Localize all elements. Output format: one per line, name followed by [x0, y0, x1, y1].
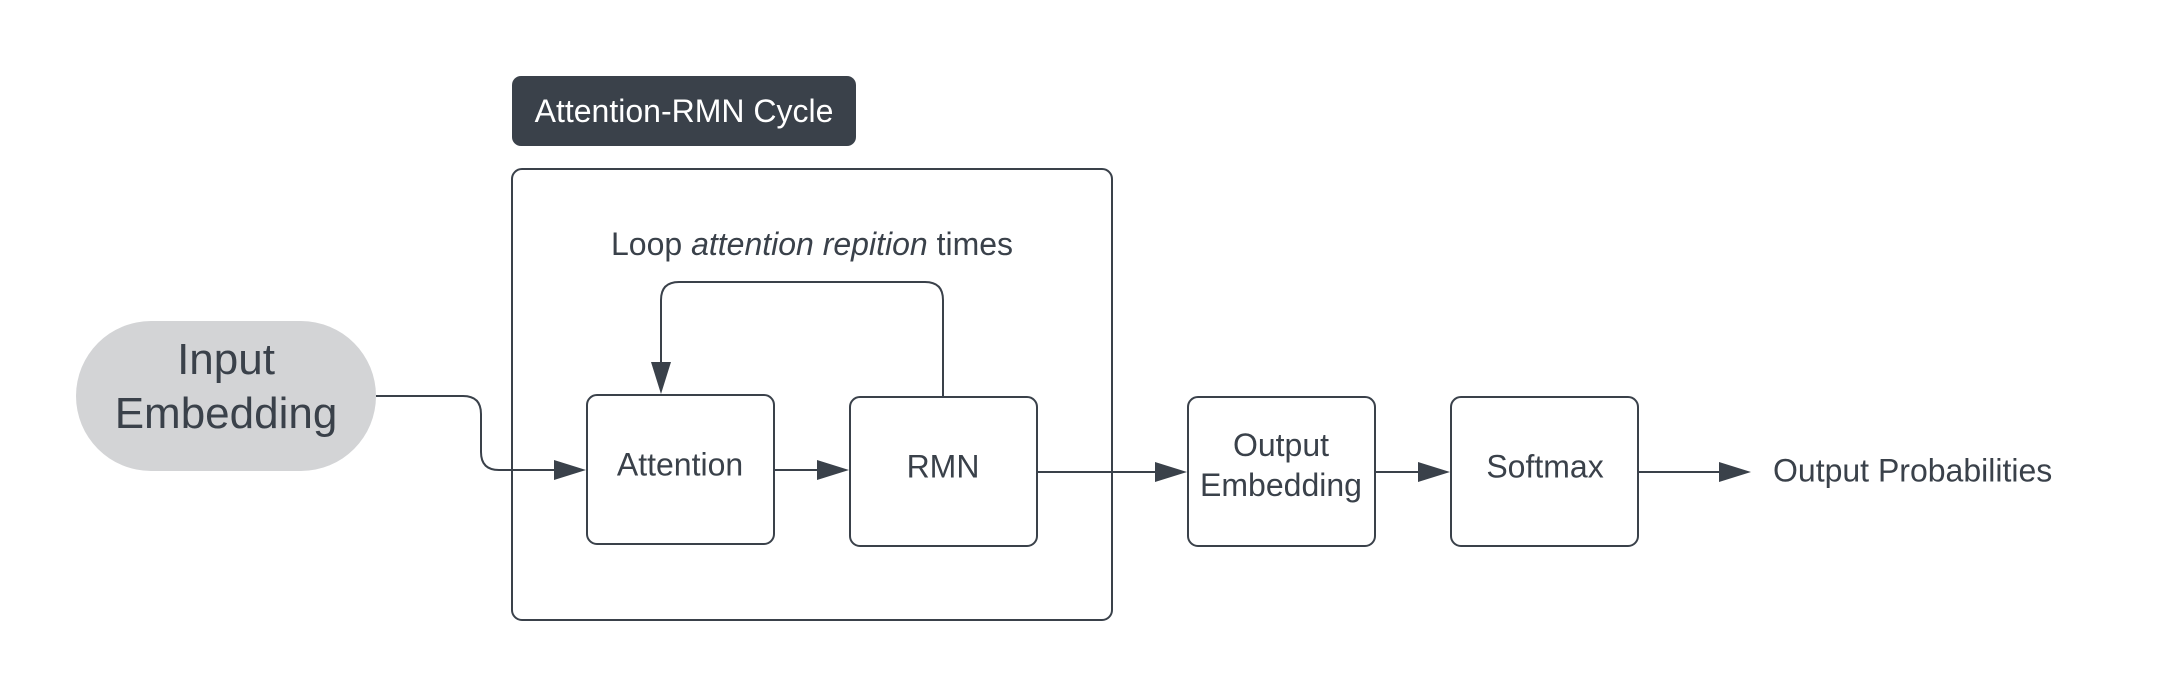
loop-caption-variable: attention repition	[691, 226, 928, 262]
edge-loop-rmn-to-attention-arrowhead	[651, 362, 671, 394]
edge-rmn-to-output-embedding	[1037, 462, 1187, 482]
edge-attention-to-rmn-arrowhead	[817, 460, 849, 480]
edge-input-to-attention	[376, 395, 586, 480]
input-embedding-shape	[76, 321, 376, 471]
loop-caption: Loop attention repition times	[611, 226, 1013, 262]
loop-caption-prefix: Loop	[611, 226, 691, 262]
loop-caption-suffix: times	[928, 226, 1013, 262]
input-embedding-line-2: Embedding	[115, 389, 338, 438]
cycle-header-background	[512, 76, 856, 146]
cycle-header: Attention-RMN Cycle	[512, 76, 856, 146]
edge-input-to-attention-line	[376, 395, 556, 471]
output-embedding-line-1: Output	[1233, 427, 1329, 463]
edge-attention-to-rmn	[774, 460, 849, 480]
edge-output-embedding-to-softmax	[1375, 462, 1450, 482]
edge-loop-rmn-to-attention	[651, 281, 944, 397]
output-embedding-line-2: Embedding	[1200, 467, 1362, 503]
attention-node: Attention	[586, 394, 775, 545]
rmn-label: RMN	[907, 448, 980, 484]
edge-rmn-to-output-embedding-arrowhead	[1155, 462, 1187, 482]
attention-label: Attention	[617, 446, 743, 482]
edge-softmax-to-output-probabilities-arrowhead	[1719, 462, 1751, 482]
input-embedding-line-1: Input	[177, 335, 275, 384]
edge-loop-rmn-to-attention-line	[660, 281, 944, 397]
softmax-node: Softmax	[1450, 396, 1639, 547]
output-probabilities-label: Output Probabilities	[1773, 452, 2052, 488]
softmax-label: Softmax	[1486, 448, 1603, 484]
rmn-node: RMN	[849, 396, 1038, 547]
edge-input-to-attention-arrowhead	[554, 460, 586, 480]
cycle-header-text: Attention-RMN Cycle	[535, 93, 834, 129]
edge-output-embedding-to-softmax-arrowhead	[1418, 462, 1450, 482]
edge-softmax-to-output-probabilities	[1638, 462, 1751, 482]
